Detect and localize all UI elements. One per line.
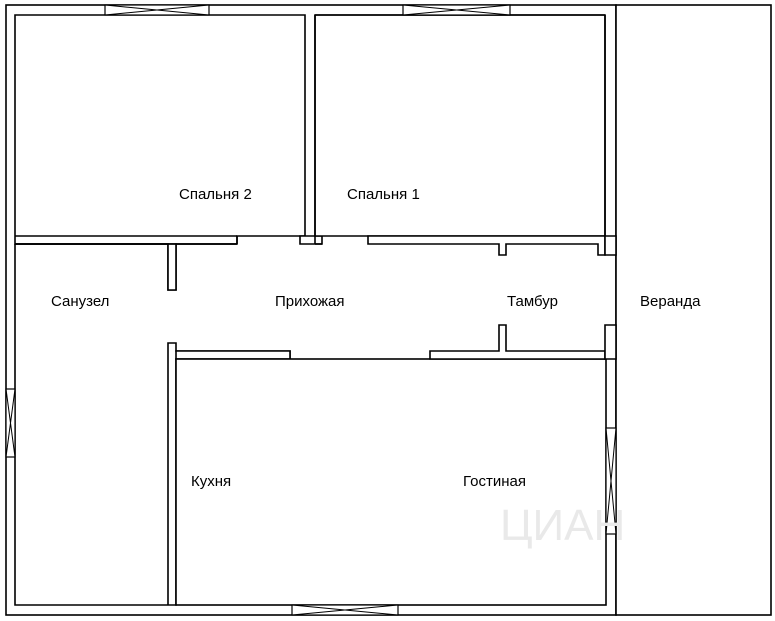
label-vestibule: Тамбур [507,293,558,310]
bedroom-stub-wall [299,235,323,245]
window-top-left [104,4,210,16]
watermark: ЦИАН [500,501,625,550]
window-living-right [605,427,617,535]
label-bedroom-2: Спальня 2 [179,186,252,203]
label-bedroom-1: Спальня 1 [347,186,420,203]
living-top-wall-right [429,324,606,360]
kitchen-living-room [175,358,607,606]
bedroom-2-walls [14,14,306,245]
veranda-outline [615,4,772,616]
vestibule-stub-lower [604,324,617,360]
label-veranda: Веранда [640,293,701,310]
bedroom-1-interior [316,16,604,235]
window-left [5,388,16,458]
kitchen-living-walls [175,350,291,360]
window-bottom [291,604,399,616]
label-bathroom: Санузел [51,293,109,310]
vestibule-stub-upper [604,235,617,256]
label-hallway: Прихожая [275,293,345,310]
window-top-right [402,4,511,16]
label-kitchen: Кухня [191,473,231,490]
label-living-room: Гостиная [463,473,526,490]
